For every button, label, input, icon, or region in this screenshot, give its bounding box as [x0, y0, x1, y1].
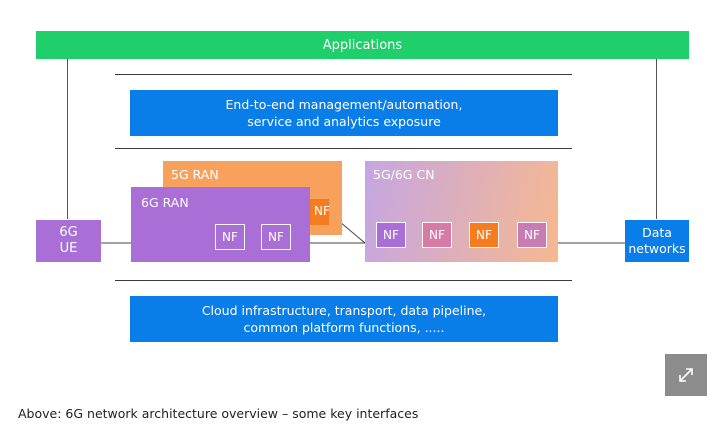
- core-network-label: 5G/6G CN: [373, 167, 435, 182]
- cn-nf-1: NF: [376, 222, 406, 248]
- nf-label: NF: [524, 228, 540, 242]
- cloud-line-1: Cloud infrastructure, transport, data pi…: [201, 303, 487, 318]
- data-networks-box: Data networks: [625, 220, 689, 262]
- applications-bar: Applications: [36, 31, 689, 59]
- nf-label: NF: [268, 230, 284, 244]
- cloud-line-2: common platform functions, .....: [243, 320, 445, 335]
- ran-6g-box: 6G RAN NF NF: [131, 187, 310, 262]
- ran-6g-label: 6G RAN: [141, 195, 189, 210]
- ue-to-applications-line: [67, 59, 68, 219]
- nf-label: NF: [476, 228, 492, 242]
- data-networks-line-1: Data: [642, 225, 672, 240]
- core-network-box: 5G/6G CN NF NF NF NF: [365, 161, 558, 262]
- nf-label: NF: [429, 228, 445, 242]
- separator-line: [115, 74, 572, 75]
- cloud-infrastructure-box: Cloud infrastructure, transport, data pi…: [130, 296, 558, 342]
- applications-label: Applications: [322, 37, 403, 53]
- expand-icon: [679, 368, 693, 382]
- figure-caption: Above: 6G network architecture overview …: [18, 406, 419, 421]
- expand-button[interactable]: [665, 354, 707, 396]
- ue-line-1: 6G: [59, 225, 78, 240]
- ran-5g-nf-peek-label: NF: [314, 204, 330, 218]
- ue-line-2: UE: [59, 241, 78, 256]
- ran-6g-nf-2: NF: [261, 224, 291, 250]
- management-automation-box: End-to-end management/automation, servic…: [130, 90, 558, 136]
- ue-box: 6G UE: [36, 220, 101, 262]
- data-networks-to-applications-line: [656, 59, 657, 219]
- data-networks-line-2: networks: [628, 241, 686, 256]
- management-line-1: End-to-end management/automation,: [225, 97, 463, 112]
- nf-label: NF: [222, 230, 238, 244]
- management-line-2: service and analytics exposure: [247, 114, 441, 129]
- cn-nf-4: NF: [517, 222, 547, 248]
- separator-line: [115, 148, 572, 149]
- ran-6g-nf-1: NF: [215, 224, 245, 250]
- cn-nf-3: NF: [469, 222, 499, 248]
- separator-line: [115, 280, 572, 281]
- ran5g-to-cn-line: [339, 221, 366, 244]
- ran-5g-label: 5G RAN: [171, 167, 219, 182]
- nf-label: NF: [383, 228, 399, 242]
- cn-nf-2: NF: [422, 222, 452, 248]
